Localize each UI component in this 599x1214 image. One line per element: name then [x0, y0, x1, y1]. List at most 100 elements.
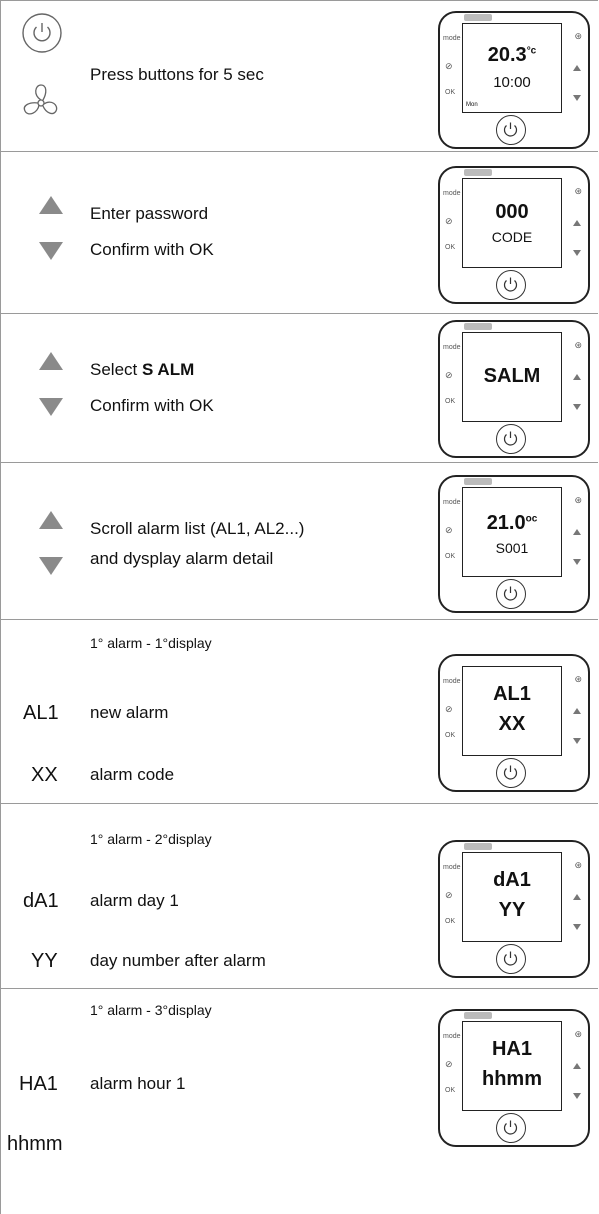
power-mini-button [496, 1113, 526, 1143]
lcd-screen: AL1 XX [462, 666, 562, 756]
ok-label: OK [445, 89, 456, 96]
fan-mini-icon: ⊛ [574, 860, 582, 870]
step-3-thermostat: mode OK ⊘ ⊛ SALM [438, 320, 590, 458]
ok-label: OK [445, 918, 456, 925]
step-7-code-2: hhmm [7, 1133, 63, 1155]
clock-icon: ⊘ [445, 704, 453, 714]
lcd-screen: 21.0oc S001 [462, 487, 562, 577]
clock-icon: ⊘ [445, 370, 453, 380]
arrow-up-icon [39, 352, 63, 370]
up-mini-icon [573, 220, 581, 226]
fan-mini-icon: ⊛ [574, 1029, 582, 1039]
down-mini-icon [573, 95, 581, 101]
clock-icon: ⊘ [445, 216, 453, 226]
power-mini-button [496, 579, 526, 609]
step-7-row: 1° alarm - 3°display HA1 alarm hour 1 hh… [0, 989, 598, 1214]
brand-logo [464, 478, 492, 485]
fan-mini-icon: ⊛ [574, 495, 582, 505]
step-5-thermostat: mode OK ⊘ ⊛ AL1 XX [438, 654, 590, 792]
step-7-desc-1: alarm hour 1 [90, 1074, 186, 1093]
lcd-secondary: YY [498, 899, 526, 921]
mode-label: mode [443, 35, 461, 42]
lcd-value: HA1 [491, 1038, 532, 1060]
step-1-row: Press buttons for 5 sec mode OK ⊘ ⊛ 20.3… [0, 0, 598, 152]
up-mini-icon [573, 1063, 581, 1069]
fan-mini-icon: ⊛ [574, 186, 582, 196]
step-5-code-1: AL1 [23, 702, 59, 724]
power-mini-button [496, 758, 526, 788]
step-5-desc-1: new alarm [90, 703, 169, 722]
step-6-desc-2: day number after alarm [90, 951, 266, 970]
up-mini-icon [573, 65, 581, 71]
ok-label: OK [445, 732, 456, 739]
step-6-row: 1° alarm - 2°display dA1 alarm day 1 YY … [0, 804, 598, 989]
step-6-code-1: dA1 [23, 890, 59, 912]
clock-icon: ⊘ [445, 61, 453, 71]
ok-label: OK [445, 244, 456, 251]
lcd-screen: dA1 YY [462, 852, 562, 942]
down-mini-icon [573, 738, 581, 744]
lcd-value: SALM [483, 365, 541, 387]
brand-logo [464, 169, 492, 176]
mode-label: mode [443, 1033, 461, 1040]
step-4-instruction: Scroll alarm list (AL1, AL2...) [90, 519, 305, 538]
lcd-value: AL1 [493, 683, 531, 705]
ok-label: OK [445, 553, 456, 560]
power-mini-button [496, 944, 526, 974]
fan-mini-icon: ⊛ [574, 31, 582, 41]
step-5-code-2: XX [31, 764, 58, 786]
lcd-day: Mon [466, 102, 478, 108]
step-4-detail: and dysplay alarm detail [90, 549, 274, 568]
step-2-thermostat: mode OK ⊘ ⊛ 000 CODE [438, 166, 590, 304]
step-1-instruction: Press buttons for 5 sec [90, 65, 264, 84]
step-5-row: 1° alarm - 1°display AL1 new alarm XX al… [0, 620, 598, 804]
lcd-screen: 000 CODE [462, 178, 562, 268]
arrow-up-icon [39, 511, 63, 529]
brand-logo [464, 323, 492, 330]
mode-label: mode [443, 499, 461, 506]
step-6-desc-1: alarm day 1 [90, 891, 179, 910]
step-3-row: Select S ALM Confirm with OK mode OK ⊘ ⊛… [0, 314, 598, 463]
arrow-down-icon [39, 557, 63, 575]
step-7-thermostat: mode OK ⊘ ⊛ HA1 hhmm [438, 1009, 590, 1147]
mode-label: mode [443, 678, 461, 685]
down-mini-icon [573, 559, 581, 565]
up-mini-icon [573, 708, 581, 714]
up-mini-icon [573, 374, 581, 380]
power-mini-button [496, 270, 526, 300]
up-mini-icon [573, 529, 581, 535]
lcd-secondary: S001 [495, 540, 529, 556]
step-5-desc-2: alarm code [90, 765, 175, 784]
power-mini-button [496, 115, 526, 145]
lcd-value: 20.3°c [487, 44, 537, 66]
lcd-value: 000 [495, 201, 529, 223]
brand-logo [464, 1012, 492, 1019]
brand-logo [464, 843, 492, 850]
ok-label: OK [445, 398, 456, 405]
arrow-down-icon [39, 398, 63, 416]
lcd-secondary: hhmm [482, 1068, 542, 1090]
down-mini-icon [573, 1093, 581, 1099]
mode-label: mode [443, 864, 461, 871]
step-6-header: 1° alarm - 2°display [90, 831, 212, 847]
lcd-screen: SALM [462, 332, 562, 422]
step-4-thermostat: mode OK ⊘ ⊛ 21.0oc S001 [438, 475, 590, 613]
power-mini-button [496, 424, 526, 454]
clock-icon: ⊘ [445, 1059, 453, 1069]
down-mini-icon [573, 924, 581, 930]
step-3-instruction: Select S ALM [90, 360, 195, 379]
lcd-screen: 20.3°c 10:00 Mon [462, 23, 562, 113]
lcd-value: dA1 [493, 869, 531, 891]
down-mini-icon [573, 404, 581, 410]
up-mini-icon [573, 894, 581, 900]
fan-icon [23, 84, 58, 115]
ok-label: OK [445, 1087, 456, 1094]
step-7-header: 1° alarm - 3°display [90, 1002, 212, 1018]
clock-icon: ⊘ [445, 890, 453, 900]
fan-mini-icon: ⊛ [574, 674, 582, 684]
lcd-secondary: XX [498, 713, 526, 735]
mode-label: mode [443, 344, 461, 351]
brand-logo [464, 14, 492, 21]
step-2-confirm: Confirm with OK [90, 240, 214, 259]
